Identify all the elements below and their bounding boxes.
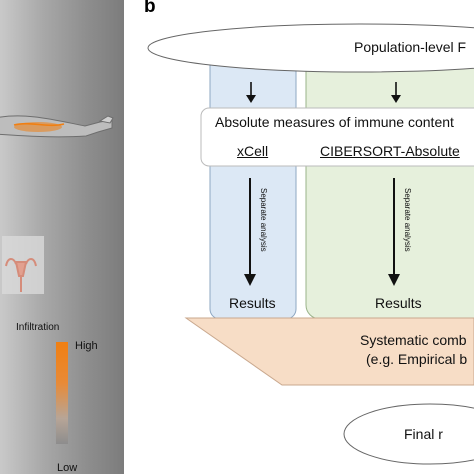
long-arrowhead-2 [388,274,400,286]
infiltration-color-scale [56,342,68,444]
legend-title: Infiltration [16,322,60,333]
final-text: Final r [404,426,443,442]
separate-analysis-label-2: Separate analysis [403,188,412,252]
small-arrowhead-2 [391,95,401,103]
results-label-2: Results [375,295,422,311]
uterus-icon [5,258,37,292]
long-arrowhead-1 [244,274,256,286]
separate-analysis-label-1: Separate analysis [259,188,268,252]
thumb-shape [98,115,114,124]
systematic-combination-shape [184,317,474,386]
systematic-text-line1: Systematic comb [360,332,467,348]
legend-high-label: High [75,340,98,352]
long-arrows [249,178,395,276]
absolute-measures-title: Absolute measures of immune content [215,114,454,130]
method-cibersort-absolute: CIBERSORT-Absolute [320,143,460,159]
systematic-text-line2: (e.g. Empirical b [366,351,468,367]
legend-low-label: Low [57,462,78,474]
small-arrows [250,82,397,97]
method-xcell: xCell [237,143,269,159]
column-cibersort [305,55,474,320]
absolute-measures-box [200,107,474,167]
population-ellipse [147,23,474,73]
panel-a-illustration: Infiltration High Low [0,0,124,474]
results-label-1: Results [229,295,276,311]
anatomy-illustration [0,115,114,294]
small-arrowhead-1 [246,95,256,103]
infiltration-streak [13,122,65,127]
final-ellipse [343,403,474,465]
panel-b-label: b [144,0,156,17]
population-text: Population-level F [354,39,467,55]
